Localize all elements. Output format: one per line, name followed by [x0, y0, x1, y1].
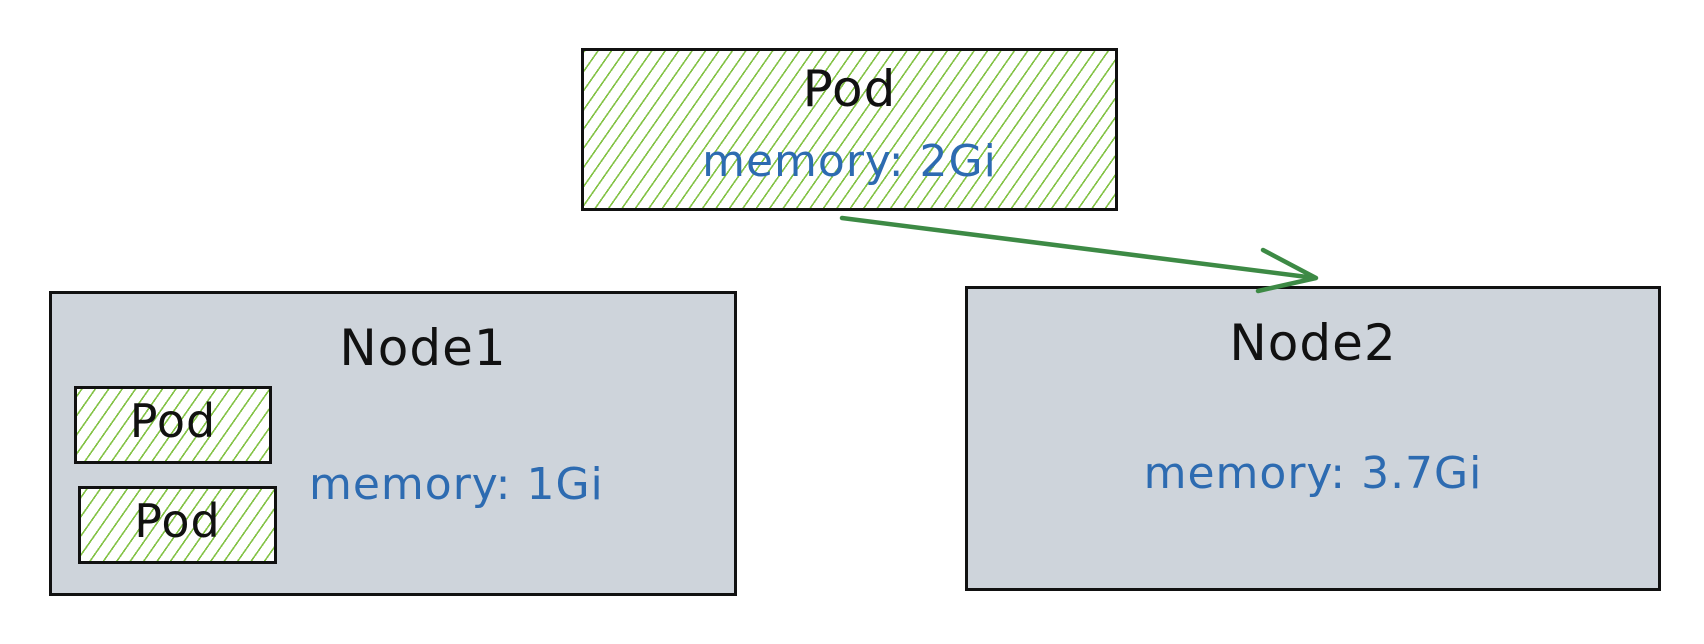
node1-pod-1-title: Pod	[129, 394, 217, 448]
node1-outline	[49, 291, 737, 596]
node1-pod-2-title: Pod	[134, 494, 221, 548]
node1-pod-1-outline	[74, 386, 272, 464]
node2: Node2 memory: 3.7Gi	[965, 286, 1661, 591]
node1: Node1 Pod Pod memory: 1Gi	[49, 291, 737, 596]
node1-pod-2-outline	[78, 486, 277, 564]
node1-title: Node1	[339, 319, 507, 377]
node1-pod-1: Pod	[74, 386, 272, 464]
node2-memory: memory: 3.7Gi	[1143, 448, 1483, 499]
node1-pod-2: Pod	[78, 486, 277, 564]
assignment-arrow	[839, 215, 1318, 281]
incoming-pod-memory: memory: 2Gi	[702, 136, 997, 187]
incoming-pod: Pod memory: 2Gi	[581, 48, 1118, 211]
node1-memory: memory: 1Gi	[309, 459, 604, 510]
node2-title: Node2	[1229, 314, 1397, 372]
assignment-arrowhead	[1255, 247, 1319, 294]
incoming-pod-outline	[581, 48, 1118, 211]
incoming-pod-title: Pod	[802, 60, 897, 118]
